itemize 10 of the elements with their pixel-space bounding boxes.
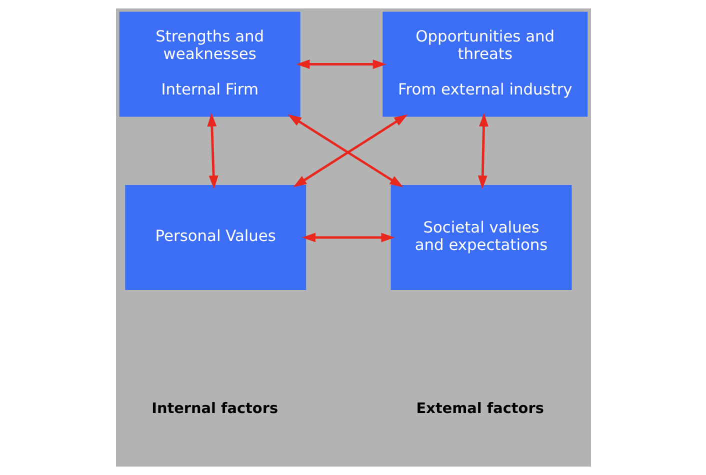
- arrow: [206, 112, 218, 190]
- label: Internal factors: [151, 401, 278, 418]
- arrow: [302, 232, 394, 242]
- arrow: [296, 60, 386, 69]
- node-box: Personal Values: [124, 185, 306, 290]
- node-box: Strengths and weaknesses Internal Firm: [118, 12, 300, 117]
- arrow: [477, 112, 488, 190]
- node-box: Societal values and expectations: [390, 185, 572, 290]
- node-box: Opportunities and threats From external industry: [382, 12, 588, 117]
- label: Extemal factors: [416, 401, 544, 418]
